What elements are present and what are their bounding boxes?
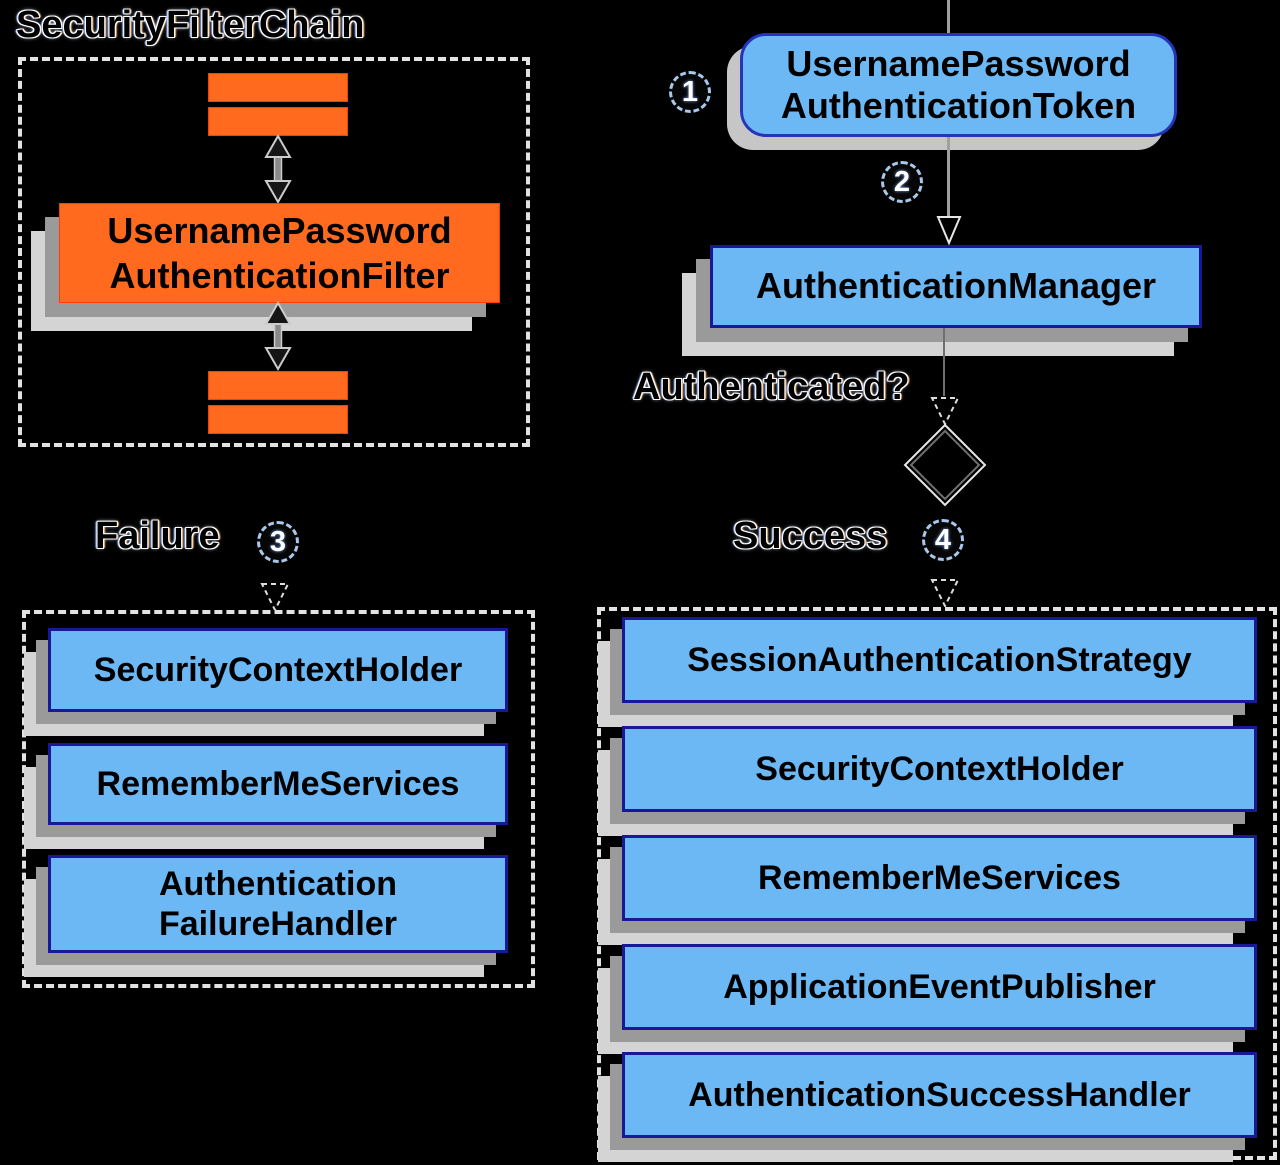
dashed-arrowhead-icon: [260, 583, 290, 612]
session-authentication-strategy-box: SessionAuthenticationStrategy: [622, 617, 1257, 703]
decision-diamond: [903, 423, 987, 507]
step-4-number: 4: [934, 523, 952, 556]
list-item-label-line1: Authentication: [159, 864, 397, 903]
list-item-label: AuthenticationSuccessHandler: [688, 1075, 1191, 1114]
incoming-flow-line: [947, 0, 950, 33]
list-item-label-line2: FailureHandler: [158, 905, 398, 943]
step-3-number: 3: [269, 525, 287, 558]
step-2-number: 2: [893, 165, 911, 198]
username-password-authentication-token-box: UsernamePassword AuthenticationToken: [740, 33, 1177, 137]
authentication-failure-handler-box: Authentication FailureHandler: [48, 855, 508, 953]
security-context-holder-box: SecurityContextHolder: [622, 726, 1257, 812]
step-2-badge: 2: [881, 161, 923, 203]
list-item-label: ApplicationEventPublisher: [723, 967, 1156, 1006]
list-item-label: RememberMeServices: [758, 858, 1121, 897]
filter-chain-upper-bar-1: [208, 73, 348, 102]
list-item-label: RememberMeServices: [96, 764, 460, 803]
double-arrow-icon: [264, 301, 292, 371]
dashed-arrowhead-icon: [930, 579, 960, 608]
filter-chain-upper-bar-2: [208, 107, 348, 136]
application-event-publisher-box: ApplicationEventPublisher: [622, 944, 1257, 1030]
authentication-success-handler-box: AuthenticationSuccessHandler: [622, 1052, 1257, 1138]
manager-label: AuthenticationManager: [755, 265, 1157, 307]
step-1-number: 1: [681, 75, 699, 108]
filter-chain-lower-bar-2: [208, 405, 348, 434]
list-item-label: SecurityContextHolder: [93, 650, 463, 689]
authentication-manager-box: AuthenticationManager: [710, 245, 1202, 328]
manager-to-decision-line: [943, 328, 945, 396]
remember-me-services-box: RememberMeServices: [622, 835, 1257, 921]
list-item-label: SecurityContextHolder: [755, 749, 1124, 788]
step-1-badge: 1: [669, 71, 711, 113]
token-to-manager-line: [947, 137, 950, 217]
filter-label-line1: UsernamePassword: [107, 210, 452, 251]
step-3-badge: 3: [257, 521, 299, 563]
success-label: Success: [733, 515, 888, 557]
dashed-arrowhead-icon: [930, 397, 960, 426]
token-label-line2: AuthenticationToken: [780, 85, 1137, 126]
authenticated-label: Authenticated?: [633, 366, 910, 408]
failure-label: Failure: [95, 515, 220, 557]
security-context-holder-box: SecurityContextHolder: [48, 628, 508, 712]
username-password-authentication-filter-box: UsernamePassword AuthenticationFilter: [59, 203, 500, 303]
security-filter-chain-title: SecurityFilterChain: [16, 4, 365, 46]
remember-me-services-box: RememberMeServices: [48, 743, 508, 825]
token-label-line1: UsernamePassword: [786, 42, 1131, 84]
double-arrow-icon: [264, 134, 292, 204]
filter-chain-lower-bar-1: [208, 371, 348, 400]
filter-label-line2: AuthenticationFilter: [109, 255, 450, 296]
list-item-label: SessionAuthenticationStrategy: [687, 640, 1192, 679]
step-4-badge: 4: [922, 519, 964, 561]
arrowhead-icon: [936, 216, 962, 246]
